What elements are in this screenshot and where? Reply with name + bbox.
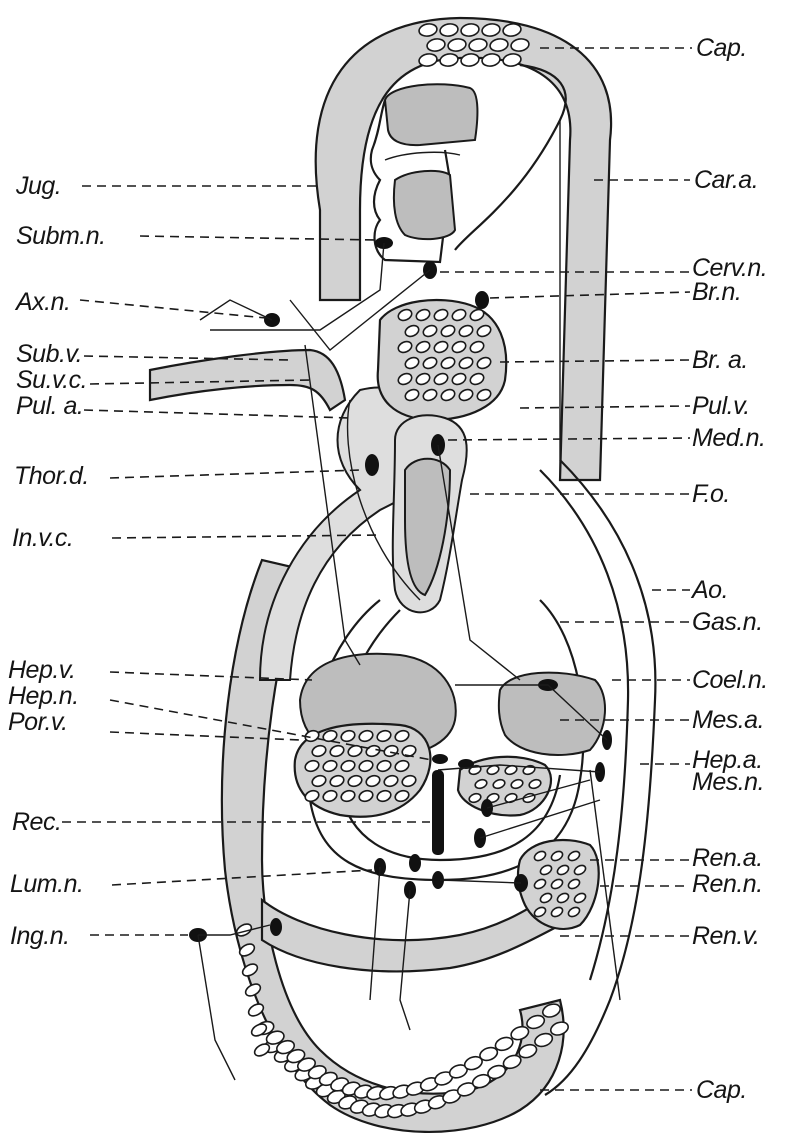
label-mes-a: Mes.a. [692,706,764,734]
label-lum-n: Lum.n. [10,870,83,898]
rectum-bar [432,770,444,855]
ganglion-lumbar-2 [409,854,421,872]
label-hep-n: Hep.n. [8,682,79,710]
label-br-n: Br.n. [692,278,741,306]
label-mes-n: Mes.n. [692,768,764,796]
tongue-shape [394,171,455,239]
head-structure [371,84,478,262]
label-ren-n: Ren.n. [692,870,763,898]
label-pul-a: Pul. a. [16,392,83,420]
nerve-line [440,880,521,883]
ganglion-thoracic [365,454,379,476]
label-cap-bottom: Cap. [696,1076,747,1104]
label-gas-n: Gas.n. [692,608,763,636]
nerve-line [370,867,380,1000]
leader-por-v [110,732,300,740]
label-ren-a: Ren.a. [692,844,763,872]
ganglion-hepatic-1 [432,754,448,764]
label-por-v: Por.v. [8,708,68,736]
palate-line [385,152,460,160]
leader-thor-d [110,470,362,478]
leader-pul-a [84,410,350,418]
label-in-v-c: In.v.c. [12,524,73,552]
label-cap-top: Cap. [696,34,747,62]
label-coel-n: Coel.n. [692,666,768,694]
label-hep-v: Hep.v. [8,656,75,684]
label-thor-d: Thor.d. [14,462,89,490]
ganglion-inguinal-2 [270,918,282,936]
label-med-n: Med.n. [692,424,765,452]
label-br-a: Br. a. [692,346,748,374]
label-ing-n: Ing.n. [10,922,70,950]
labels-right: Cap. Car.a. Cerv.n. Br.n. Br. a. Pul.v. … [690,34,768,1104]
label-car-a: Car.a. [694,166,758,194]
nerve-line [198,935,235,1080]
label-jug: Jug. [15,172,61,200]
label-ren-v: Ren.v. [692,922,759,950]
leader-br-a [500,360,690,362]
labels-left: Jug. Subm.n. Ax.n. Sub.v. Su.v.c. Pul. a… [8,172,106,950]
label-f-o: F.o. [692,480,730,508]
label-ax-n: Ax.n. [14,288,70,316]
label-rec: Rec. [12,808,61,836]
label-sub-v: Sub.v. [16,340,82,368]
leader-ax-n [80,300,266,318]
ganglion-branchial [475,291,489,309]
label-pul-v: Pul.v. [692,392,750,420]
leader-med-n [448,438,690,440]
leader-pul-v [520,406,690,408]
subclavian-vein [150,350,345,410]
skull-shape [385,84,477,145]
label-ao: Ao. [690,576,728,604]
label-subm-n: Subm.n. [16,222,106,250]
label-su-v-c: Su.v.c. [16,366,87,394]
